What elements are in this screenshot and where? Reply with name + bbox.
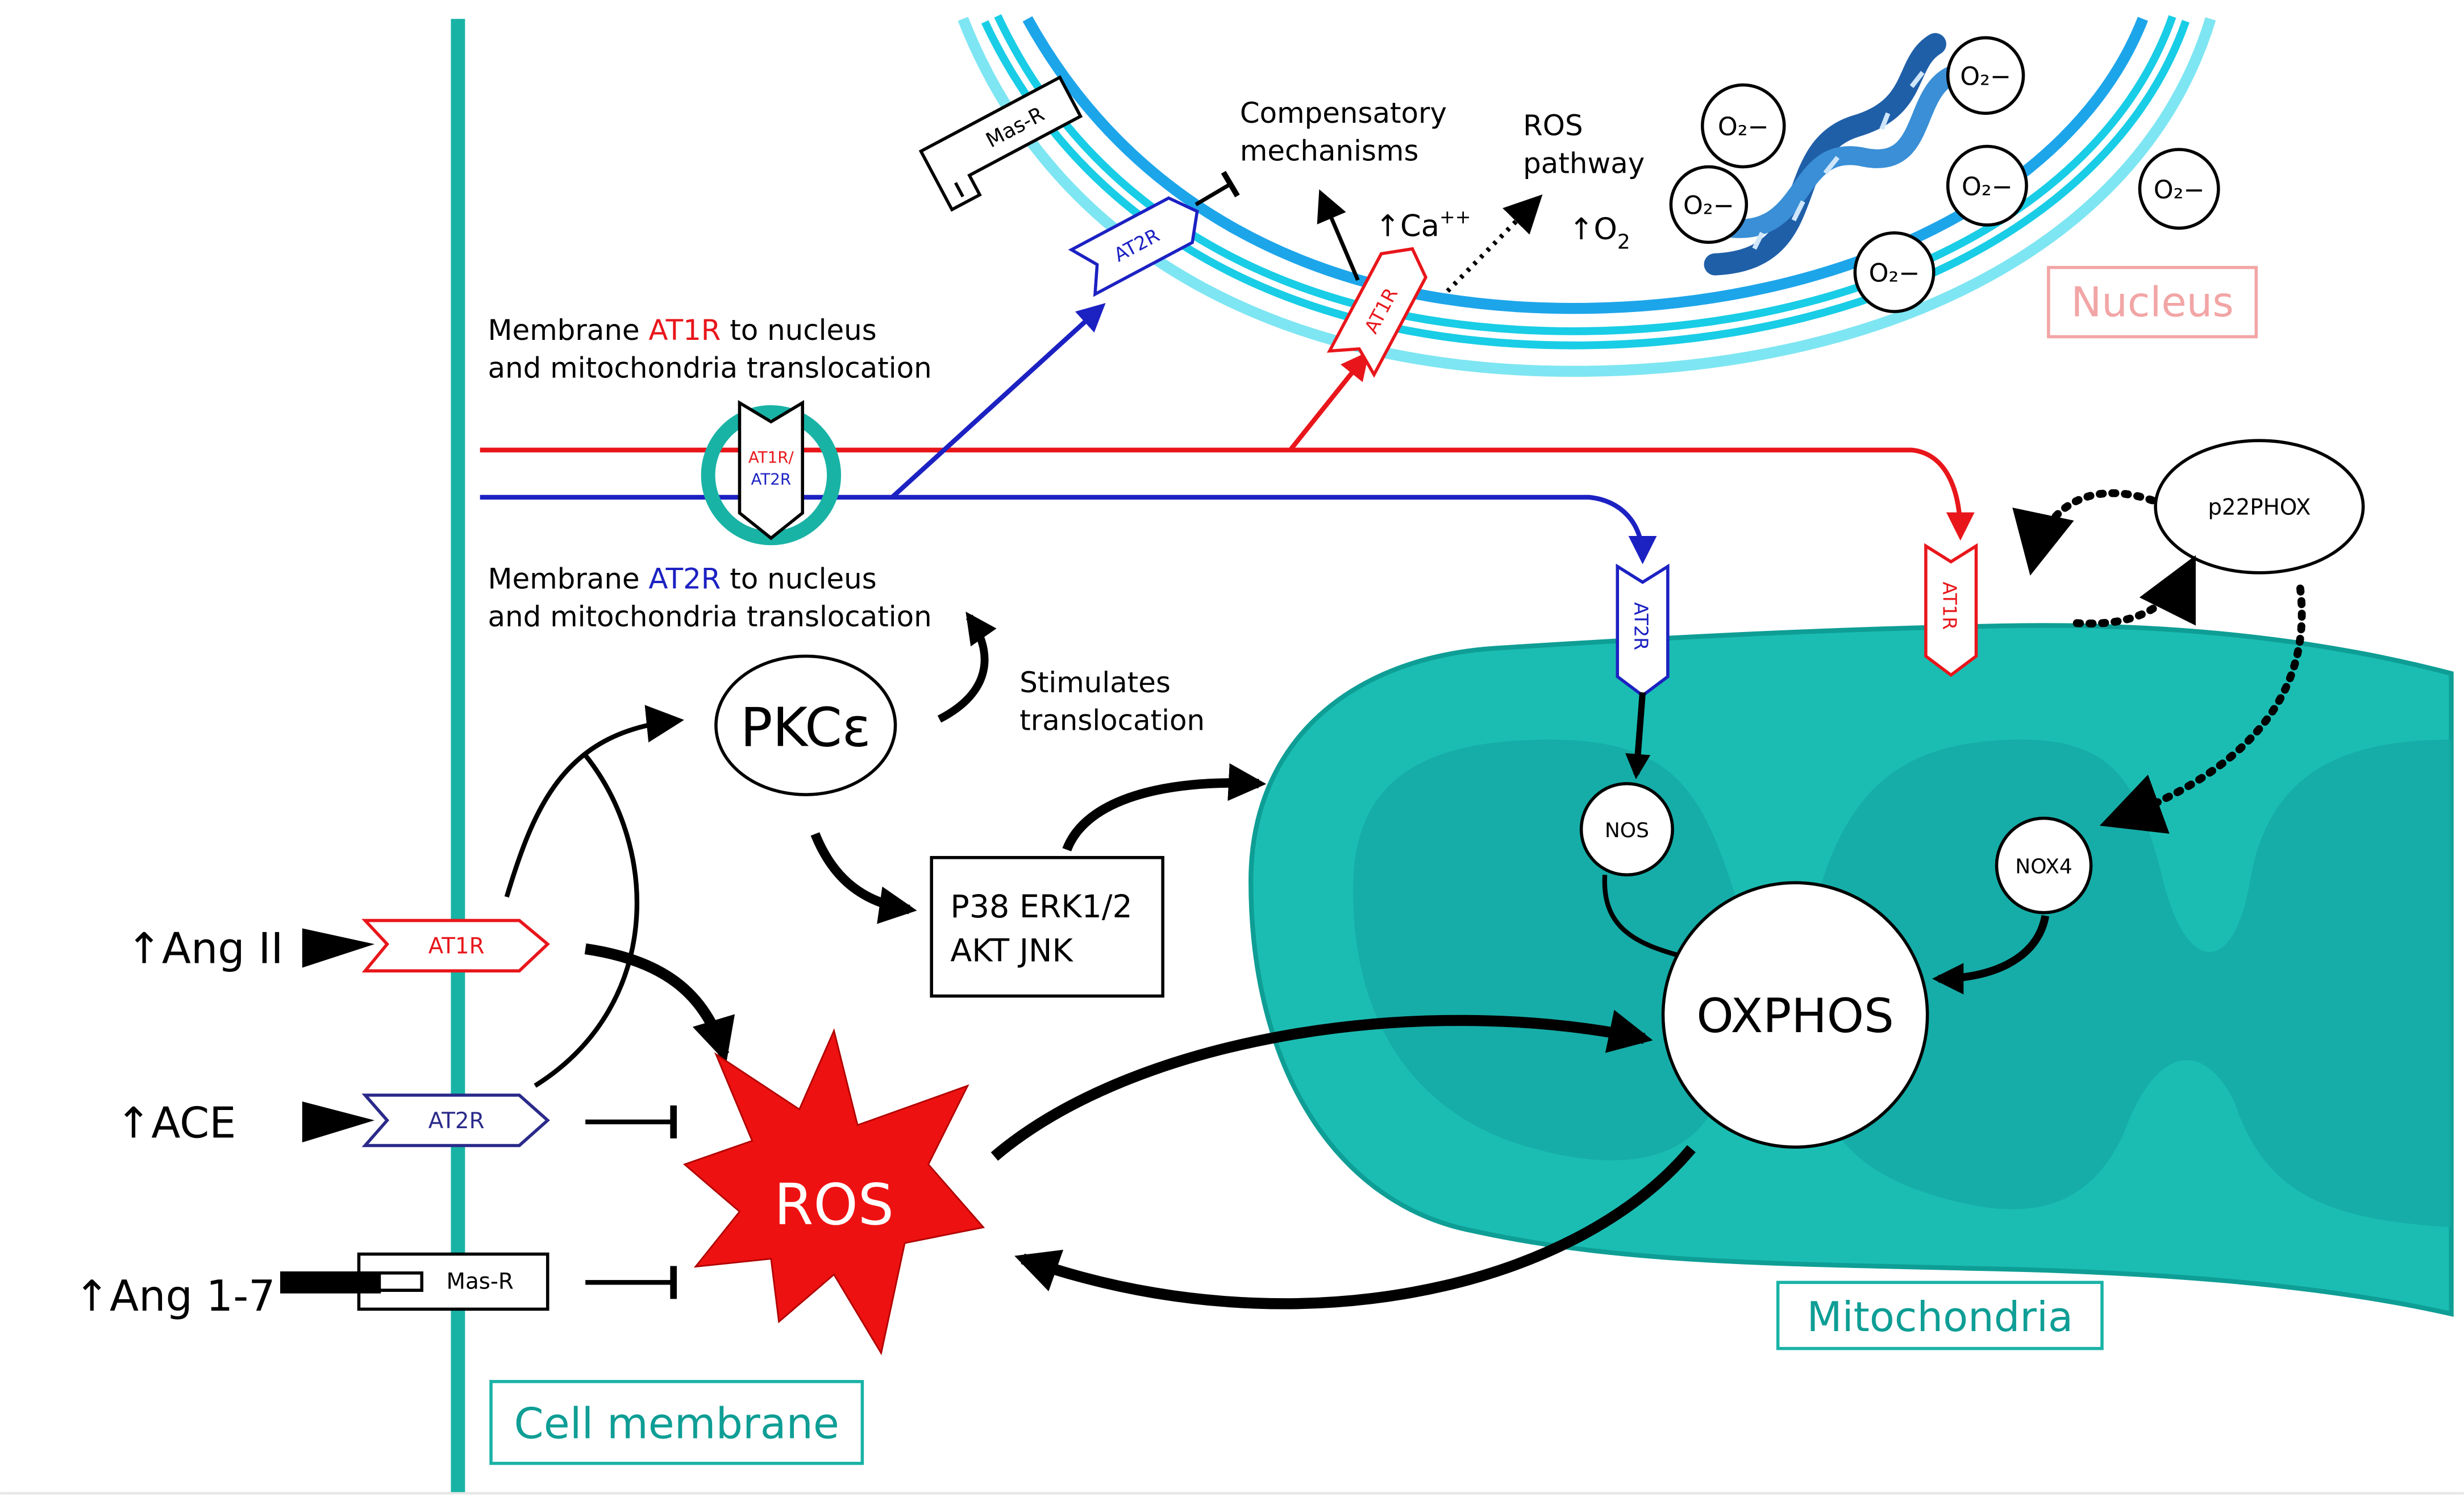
ang17-ligand-bar (280, 1271, 381, 1294)
ros-pathway-label: ROS pathway (1523, 109, 1645, 180)
at1r-translocation-path (480, 351, 1975, 541)
svg-text:O₂−: O₂− (2154, 176, 2205, 205)
svg-text:PKCε: PKCε (740, 697, 871, 759)
mitochondria-label-box: Mitochondria (1776, 1281, 2104, 1350)
superoxide-group: O₂− O₂− O₂− O₂− O₂− O₂− (1669, 36, 2220, 313)
membrane-at2r-label: Membrane AT2R to nucleus and mitochondri… (488, 562, 931, 633)
nos-inhibits-oxphos (1602, 875, 1691, 974)
svg-text:P38 ERK1/2: P38 ERK1/2 (950, 889, 1132, 925)
svg-text:Membrane AT1R to nucleus: Membrane AT1R to nucleus (488, 314, 876, 347)
svg-text:↑Ca++: ↑Ca++ (1375, 206, 1471, 243)
membrane-at1r-label: Membrane AT1R to nucleus and mitochondri… (488, 314, 931, 384)
svg-text:AT1R/: AT1R/ (748, 448, 794, 467)
svg-text:Membrane AT2R to nucleus: Membrane AT2R to nucleus (488, 562, 876, 595)
at2r-nucleus-receptor: AT2R (1068, 196, 1199, 297)
svg-text:O₂−: O₂− (1869, 259, 1920, 288)
svg-text:AT2R: AT2R (1630, 602, 1653, 651)
oxphos-node: OXPHOS (1661, 881, 1929, 1149)
svg-text:Cell membrane: Cell membrane (514, 1399, 839, 1448)
svg-text:NOX4: NOX4 (2015, 855, 2072, 879)
svg-text:mechanisms: mechanisms (1240, 134, 1419, 167)
at1r-to-pkce-arrow (504, 705, 684, 898)
nox4-to-oxphos-arrow (1932, 914, 2050, 995)
svg-text:translocation: translocation (1019, 704, 1205, 737)
svg-text:ROS: ROS (774, 1171, 894, 1238)
svg-text:AKT JNK: AKT JNK (950, 933, 1073, 970)
oxphos-to-ros-arrow (1014, 1145, 1696, 1310)
svg-text:and mitochondria translocation: and mitochondria translocation (488, 600, 931, 633)
svg-text:ROS: ROS (1523, 109, 1583, 142)
svg-text:O₂−: O₂− (1718, 113, 1769, 142)
at1r-mito-receptor: AT1R (1924, 543, 1978, 677)
svg-text:AT2R: AT2R (428, 1108, 485, 1134)
svg-text:AT1R: AT1R (1938, 582, 1961, 630)
p22phox-to-at1r-dotted (2012, 489, 2157, 576)
pkce-node: PKCε (714, 654, 897, 796)
svg-text:Nucleus: Nucleus (2071, 278, 2233, 326)
at1r-at2r-vesicle: AT1R/ AT2R (701, 400, 842, 546)
at2r-translocation-path (480, 303, 1657, 564)
at1r-membrane-receptor: AT1R (361, 918, 550, 972)
superoxide-circle: O₂− (1669, 165, 1749, 244)
at2r-membrane-receptor: AT2R (361, 1094, 550, 1148)
at1r-nucleus-receptor: AT1R (1326, 247, 1428, 378)
at2r-inhibits-compensatory (1194, 171, 1240, 206)
pkce-to-kinases-arrow (810, 832, 917, 924)
svg-text:O₂−: O₂− (1962, 172, 2013, 201)
compensatory-mechanisms-label: Compensatory mechanisms (1240, 97, 1447, 167)
p22phox-node: p22PHOX (2154, 439, 2365, 575)
svg-text:Mas-R: Mas-R (447, 1269, 514, 1294)
svg-text:OXPHOS: OXPHOS (1696, 988, 1894, 1044)
ace-label: ↑ACE (116, 1099, 236, 1148)
svg-text:and mitochondria translocation: and mitochondria translocation (488, 351, 931, 384)
ang2-ligand-wedge (302, 928, 375, 968)
svg-text:p22PHOX: p22PHOX (2208, 494, 2311, 520)
svg-text:↑O2: ↑O2 (1568, 212, 1630, 254)
nox4-node: NOX4 (1995, 816, 2093, 914)
oxygen-up-label: ↑O2 (1568, 212, 1630, 254)
superoxide-circle: O₂− (1701, 83, 1786, 169)
ang2-label: ↑Ang II (126, 924, 283, 973)
superoxide-circle: O₂− (1853, 231, 1936, 313)
svg-text:AT1R: AT1R (428, 934, 485, 959)
at1r-to-ros-pathway-arrow (1446, 194, 1543, 293)
calcium-label: ↑Ca++ (1375, 206, 1471, 243)
kinases-to-mitochondria-arrow (1062, 763, 1267, 852)
svg-text:Compensatory: Compensatory (1240, 97, 1447, 130)
at1r-to-compensatory-arrow (1317, 189, 1360, 281)
superoxide-circle: O₂− (2138, 148, 2220, 230)
stimulates-translocation-label: Stimulates translocation (1019, 666, 1205, 737)
ace-ligand-wedge (302, 1101, 375, 1142)
nucleus-label-box: Nucleus (2047, 265, 2258, 339)
kinase-box: P38 ERK1/2 AKT JNK (930, 856, 1164, 998)
svg-text:Stimulates: Stimulates (1019, 666, 1171, 699)
cell-membrane-label-box: Cell membrane (489, 1379, 864, 1465)
nucleus-envelope (958, 14, 2216, 377)
nos-node: NOS (1579, 781, 1674, 877)
svg-text:O₂−: O₂− (1960, 62, 2011, 91)
ang17-label: ↑Ang 1-7 (74, 1271, 275, 1321)
svg-text:AT2R: AT2R (751, 470, 792, 489)
at2r-mito-receptor: AT2R (1616, 563, 1670, 698)
svg-text:pathway: pathway (1523, 147, 1645, 180)
at2r-to-nos-arrow (1625, 692, 1651, 779)
at2r-to-pkce-curve (534, 754, 639, 1088)
ros-burst: ROS (682, 1028, 985, 1356)
svg-text:Mitochondria: Mitochondria (1807, 1293, 2074, 1341)
pkce-stimulates-translocation-arrow (937, 612, 997, 723)
ros-to-oxphos-arrow (990, 1009, 1653, 1161)
p22phox-to-nox4-dotted (2099, 584, 2306, 834)
at1r-to-ros-arrow (584, 943, 735, 1063)
svg-text:O₂−: O₂− (1683, 192, 1734, 221)
dna-helix-icon (1704, 33, 1961, 276)
superoxide-circle: O₂− (1946, 36, 2025, 115)
superoxide-circle: O₂− (1946, 144, 2028, 227)
mas-r-membrane-receptor: Mas-R (357, 1252, 550, 1311)
svg-text:NOS: NOS (1605, 819, 1649, 842)
at1r-to-p22phox-dotted (2072, 555, 2196, 627)
